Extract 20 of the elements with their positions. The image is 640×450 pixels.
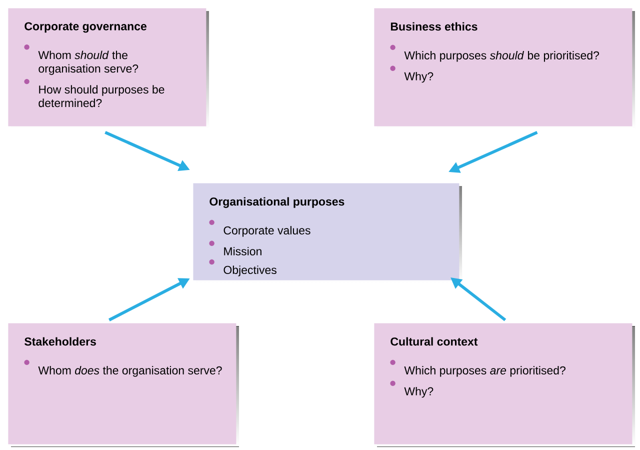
text-box xyxy=(193,183,462,283)
bullet-text: Which purposes should be prioritised? xyxy=(404,51,600,62)
box-heading: Stakeholders xyxy=(24,337,96,346)
bullet-text: Objectives xyxy=(224,266,276,276)
bullet-text: Whom should the organisation serve? xyxy=(38,50,138,75)
box-heading: Organisational purposes xyxy=(210,197,344,208)
text-box xyxy=(374,8,635,129)
text-box xyxy=(8,8,209,129)
box-heading: Corporate governance xyxy=(24,22,146,33)
bullet-text: Mission xyxy=(224,246,262,256)
bullet-text: Why? xyxy=(404,386,434,398)
text-box xyxy=(374,323,635,447)
bullet-text: Why? xyxy=(404,72,434,83)
box-heading: Business ethics xyxy=(390,22,478,31)
bullet-text: How should purposes be determined? xyxy=(38,85,164,108)
bullet-text: Whom does the organisation serve? xyxy=(38,366,222,377)
bullet-text: Which purposes are prioritised? xyxy=(404,366,566,377)
text-box xyxy=(8,323,239,447)
bullet-text: Corporate values xyxy=(224,226,310,237)
box-heading: Cultural context xyxy=(390,337,478,346)
